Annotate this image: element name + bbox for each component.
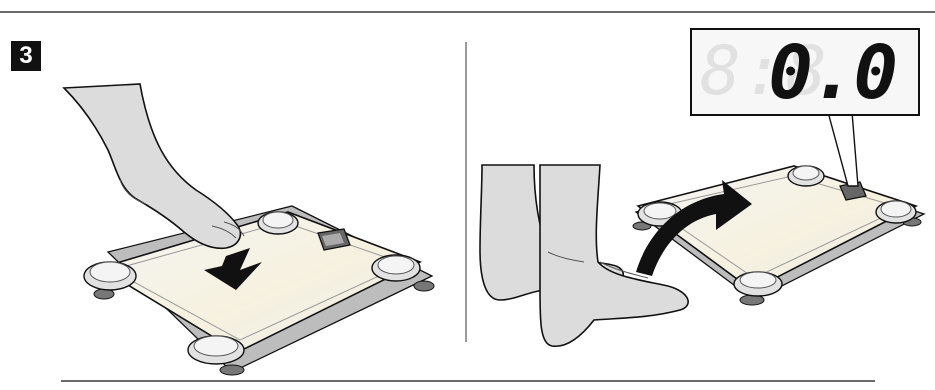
lcd-reading: 0.0 (768, 32, 896, 114)
bathroom-scale-icon-right (633, 166, 924, 305)
step-number-badge: 3 (11, 41, 41, 71)
lcd-callout-pointer (828, 112, 858, 186)
bathroom-scale-icon (84, 206, 434, 375)
lcd-display-icon: 8:8 0.0 (690, 28, 920, 116)
foot-icon (64, 84, 244, 248)
